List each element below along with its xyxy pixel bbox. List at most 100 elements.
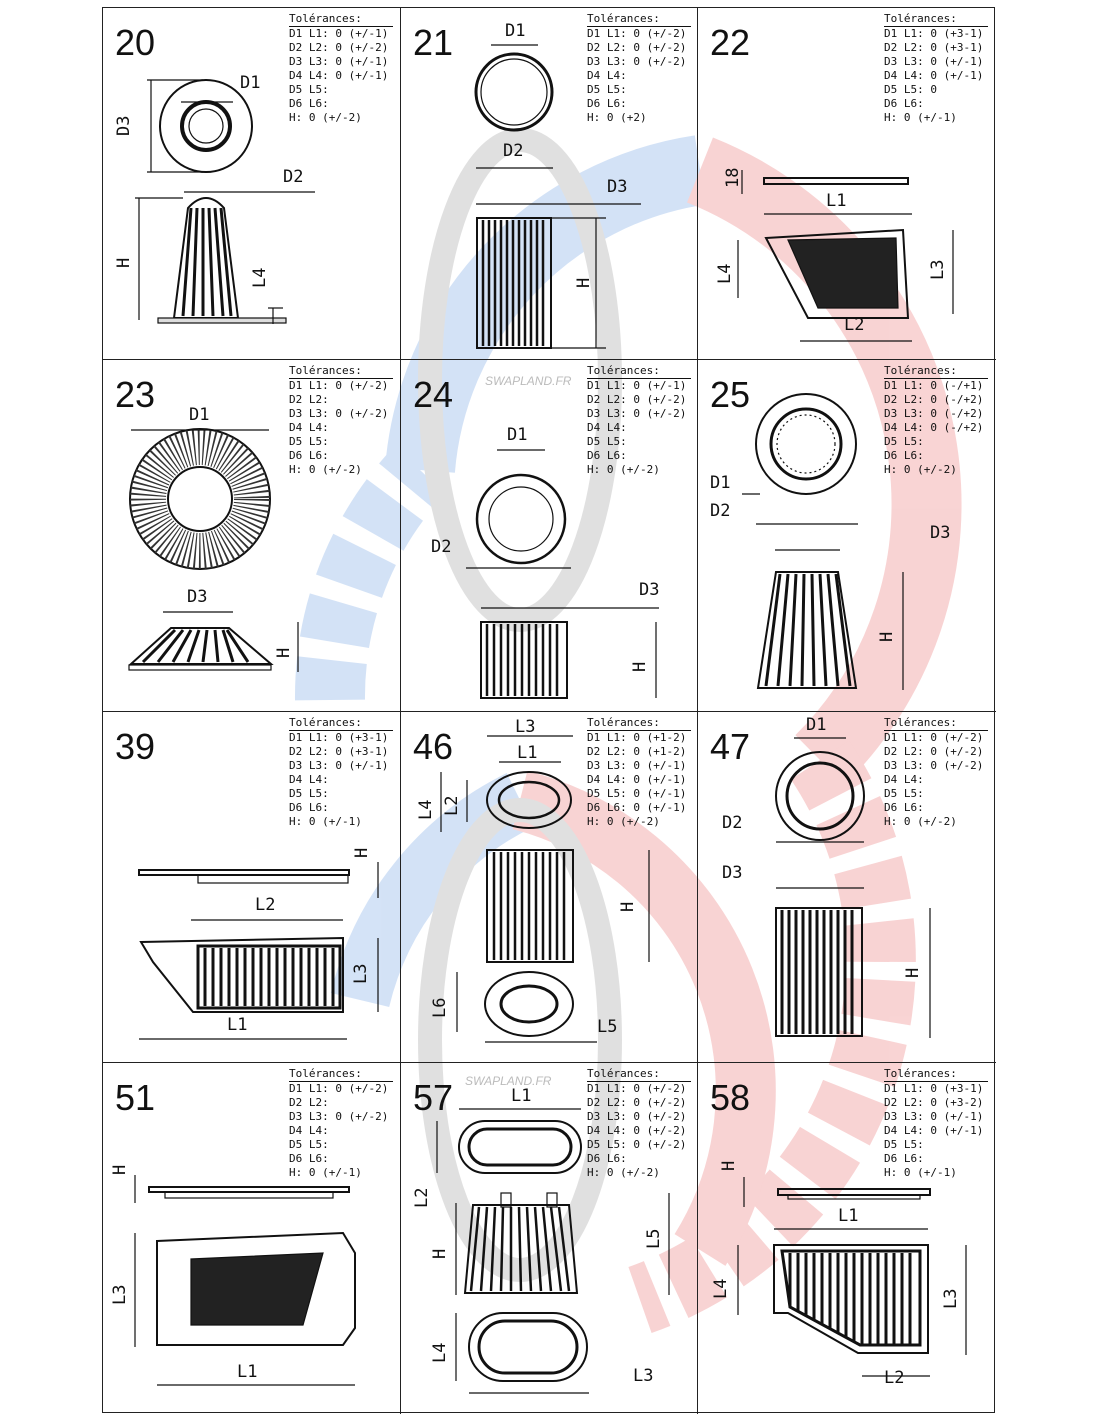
filter-number: 25: [710, 374, 751, 415]
dimension-label: D1: [507, 425, 527, 445]
tolerance-line: D4 L4:: [587, 69, 627, 82]
tolerance-line: D1 L1: 0 (+/-2): [289, 1082, 389, 1095]
tolerance-line: D6 L6:: [884, 97, 924, 110]
filter-number: 24: [413, 374, 454, 415]
tolerance-title: Tolérances:: [884, 12, 988, 27]
dimension-label: L3: [941, 1289, 961, 1309]
filter-drawing: L3 L1 L4 L2 H L6 L5: [416, 717, 650, 1043]
tolerance-line: D2 L2: 0 (+/-2): [587, 393, 687, 406]
tolerance-title: Tolérances:: [289, 12, 393, 27]
tolerance-line: D1 L1: 0 (+1-2): [587, 731, 687, 744]
dimension-label: L2: [412, 1188, 432, 1208]
tolerance-line: D6 L6: 0 (+/-1): [587, 801, 687, 814]
tolerance-title: Tolérances:: [884, 716, 988, 731]
tolerance-line: D4 L4:: [884, 773, 924, 786]
filter-drawing: D1 D3 H: [128, 405, 299, 672]
tolerance-block: Tolérances: D1 L1: 0 (+/-1) D2 L2: 0 (+/…: [289, 12, 393, 125]
watermark-text: SWAPLAND.FR: [485, 374, 572, 388]
tolerance-line: D3 L3: 0 (+/-1): [884, 55, 984, 68]
dimension-label: D3: [930, 523, 950, 543]
tolerance-line: D5 L5: 0 (+/-1): [587, 787, 687, 800]
tolerance-line: H: 0 (+/-2): [884, 463, 957, 476]
filter-number: 47: [710, 726, 751, 767]
tolerance-block: Tolérances: D1 L1: 0 (+3-1) D2 L2: 0 (+3…: [884, 12, 988, 125]
filter-drawing: H L1 L4 L3 L2: [711, 1161, 967, 1388]
tolerance-title: Tolérances:: [884, 364, 988, 379]
tolerance-line: D1 L1: 0 (+3-1): [884, 1082, 984, 1095]
filter-cell-47: 47 Tolérances: D1 L1: 0 (+/-2) D2 L2: 0 …: [698, 712, 996, 1063]
tolerance-line: D4 L4: 0 (+/-1): [587, 773, 687, 786]
dimension-label: L3: [110, 1285, 130, 1305]
tolerance-title: Tolérances:: [289, 364, 393, 379]
dimension-label: D1: [710, 473, 730, 493]
dimension-label: D2: [503, 141, 523, 161]
tolerance-line: D5 L5:: [289, 435, 329, 448]
dimension-label: H: [274, 648, 294, 658]
dimension-label: L2: [844, 315, 864, 335]
dimension-label: H: [719, 1161, 739, 1171]
tolerance-line: D2 L2: 0 (+3-2): [884, 1096, 984, 1109]
tolerance-line: D2 L2:: [289, 1096, 329, 1109]
tolerance-line: D1 L1: 0 (+/-2): [289, 379, 389, 392]
filter-number: 51: [115, 1077, 156, 1118]
dimension-label: L5: [597, 1017, 617, 1037]
dimension-label: L3: [351, 964, 371, 984]
dimension-label: L1: [826, 191, 846, 211]
dimension-label: H: [618, 902, 638, 912]
dimension-label: D2: [722, 813, 742, 833]
dimension-label: L4: [715, 264, 735, 284]
tolerance-line: D1 L1: 0 (+3-1): [289, 731, 389, 744]
dimension-label: D1: [806, 715, 826, 735]
filter-number: 21: [413, 22, 454, 63]
dimension-label: D3: [607, 177, 627, 197]
dimension-label: H: [877, 632, 897, 642]
dimension-label: L1: [227, 1015, 247, 1035]
tolerance-line: H: 0 (+/-2): [884, 815, 957, 828]
filter-cell-58: 58 Tolérances: D1 L1: 0 (+3-1) D2 L2: 0 …: [698, 1063, 996, 1414]
filter-number: 22: [710, 22, 751, 63]
watermark-text-2: SWAPLAND.FR: [465, 1074, 552, 1088]
tolerance-line: D5 L5: 0: [884, 83, 937, 96]
tolerance-line: D3 L3: 0 (+/-2): [587, 55, 687, 68]
tolerance-line: D6 L6:: [884, 801, 924, 814]
tolerance-block: Tolérances: D1 L1: 0 (+/-2) D2 L2: D3 L3…: [289, 1067, 393, 1180]
tolerance-line: H: 0 (+/-2): [289, 463, 362, 476]
filter-number: 23: [115, 374, 156, 415]
tolerance-line: D6 L6:: [884, 449, 924, 462]
dimension-label: L1: [511, 1086, 531, 1106]
tolerance-line: D2 L2: 0 (+3-1): [884, 41, 984, 54]
tolerance-title: Tolérances:: [587, 364, 691, 379]
tolerance-line: D3 L3: 0 (+/-2): [884, 759, 984, 772]
filter-cell-57: 57 Tolérances: D1 L1: 0 (+/-2) D2 L2: 0 …: [401, 1063, 698, 1414]
tolerance-line: D4 L4:: [289, 773, 329, 786]
tolerance-line: D1 L1: 0 (+/-1): [587, 379, 687, 392]
filter-dimension-sheet: 20 Tolérances: D1 L1: 0 (+/-1) D2 L2: 0 …: [102, 7, 996, 1414]
tolerance-line: D3 L3: 0 (+/-2): [289, 407, 389, 420]
tolerance-line: D3 L3: 0 (+/-1): [884, 1110, 984, 1123]
tolerance-line: H: 0 (+/-1): [884, 111, 957, 124]
filter-cell-23: 23 Tolérances: D1 L1: 0 (+/-2) D2 L2: D3…: [103, 360, 401, 712]
tolerance-line: D2 L2: 0 (-/+2): [884, 393, 984, 406]
filter-drawing: D1 D3 D2 H L4: [114, 73, 315, 324]
tolerance-title: Tolérances:: [289, 1067, 393, 1082]
tolerance-block: Tolérances: D1 L1: 0 (+/-2) D2 L2: 0 (+/…: [884, 716, 988, 829]
tolerance-line: D1 L1: 0 (+/-2): [884, 731, 984, 744]
dimension-label: H: [574, 278, 594, 288]
tolerance-line: D5 L5:: [289, 787, 329, 800]
tolerance-title: Tolérances:: [289, 716, 393, 731]
dimension-label: D2: [283, 167, 303, 187]
tolerance-line: D5 L5:: [884, 1138, 924, 1151]
dimension-label: L1: [237, 1362, 257, 1382]
dimension-label: D3: [722, 863, 742, 883]
tolerance-line: D6 L6:: [289, 1152, 329, 1165]
tolerance-line: D2 L2:: [289, 393, 329, 406]
dimension-label: 18: [723, 168, 743, 188]
dimension-label: D2: [710, 501, 730, 521]
dimension-label: D1: [240, 73, 260, 93]
filter-cell-20: 20 Tolérances: D1 L1: 0 (+/-1) D2 L2: 0 …: [103, 8, 401, 360]
dimension-label: H: [430, 1249, 450, 1259]
tolerance-title: Tolérances:: [587, 716, 691, 731]
dimension-label: D1: [189, 405, 209, 425]
tolerance-block: Tolérances: D1 L1: 0 (+1-2) D2 L2: 0 (+1…: [587, 716, 691, 829]
filter-number: 46: [413, 726, 454, 767]
